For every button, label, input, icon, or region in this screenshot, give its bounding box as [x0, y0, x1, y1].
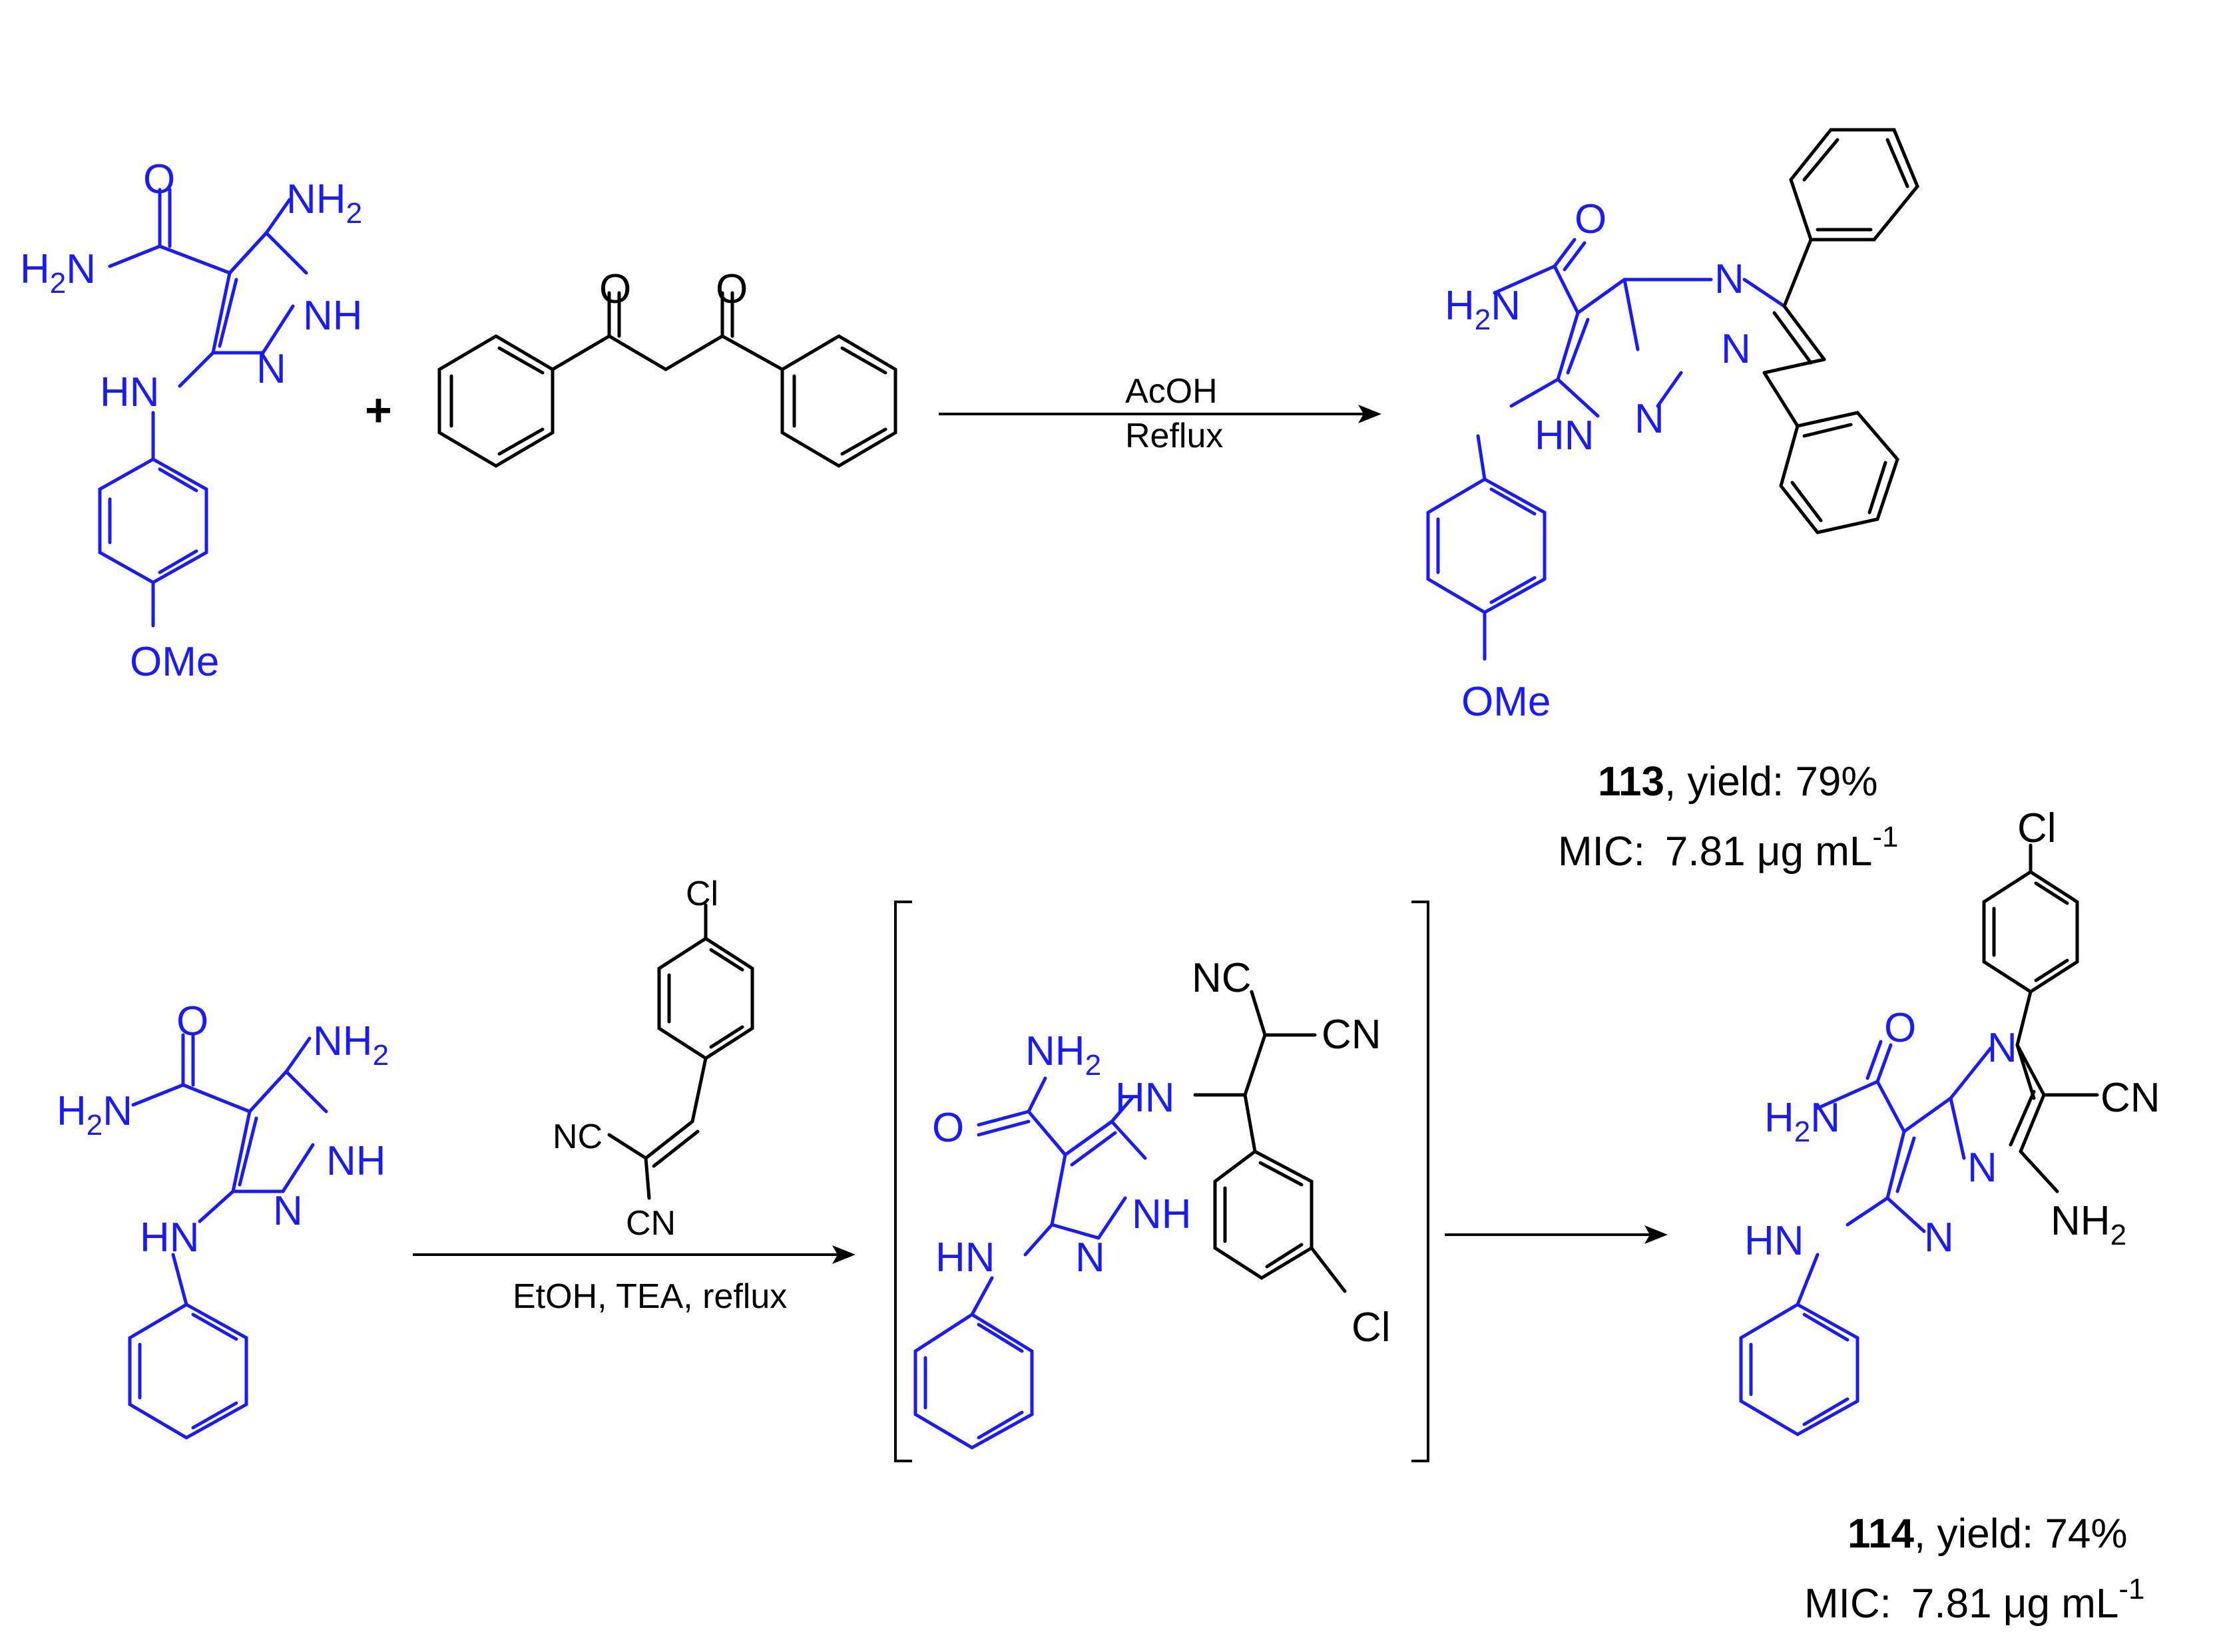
atom-label: O [176, 998, 208, 1044]
atom-label: HN [1535, 413, 1595, 459]
atom-label: N [273, 1188, 303, 1234]
atom-label: HN [935, 1235, 995, 1281]
product-114-structure: Cl O H2N N N N CN NH2 HN [1739, 805, 2160, 1436]
atom-label: H2N [1445, 283, 1521, 336]
atom-label: N [1987, 1025, 2017, 1071]
plus-sign: + [365, 384, 392, 436]
atom-label: NH2 [1025, 1028, 1101, 1082]
atom-label: Cl [686, 875, 718, 913]
atom-label: NH [303, 293, 363, 339]
atom-label: Cl [2017, 805, 2057, 851]
atom-label: O [1884, 1005, 1916, 1051]
intermediate-adduct: NH2 O HN NH N HN NC CN Cl [913, 955, 1391, 1450]
reactant-dibenzoylmethane: O O [437, 266, 897, 468]
atom-label: N [1967, 1145, 1997, 1191]
atom-label: O [716, 266, 748, 312]
product-113-text: 113, yield: 79% [1598, 759, 1878, 805]
product-114-label: 114, yield: 74% MIC:7.81 μg mL-1 [1804, 1511, 2144, 1627]
condition-etoh-tea: EtOH, TEA, reflux [513, 1277, 787, 1316]
atom-label: N [1714, 256, 1744, 302]
atom-label: N [1721, 326, 1751, 372]
atom-label: N [256, 346, 286, 392]
atom-label: Cl [1352, 1305, 1391, 1350]
atom-label: O [599, 266, 631, 312]
atom-label: NH2 [286, 176, 362, 230]
atom-label: NH [326, 1138, 386, 1184]
atom-label: CN [626, 1204, 676, 1243]
atom-label: NH [1132, 1191, 1192, 1237]
atom-label: N [1075, 1235, 1105, 1281]
atom-label: O [932, 1105, 964, 1151]
condition-reflux: Reflux [1125, 417, 1223, 455]
atom-label: HN [100, 369, 160, 415]
reactant-aminopyrazole-phenyl: O NH2 H2N NH N HN [57, 998, 389, 1440]
product-114-text: 114, yield: 74% [1848, 1511, 2128, 1557]
atom-label: CN [2100, 1075, 2160, 1121]
condition-acoh: AcOH [1125, 372, 1218, 411]
atom-label: OMe [1461, 679, 1551, 725]
product-114-mic: MIC:7.81 μg mL-1 [1804, 1573, 2144, 1627]
reaction-arrow-bottom-1: EtOH, TEA, reflux [413, 1245, 856, 1316]
atom-label: HN [1744, 1218, 1804, 1264]
atom-label: CN [1322, 1012, 1381, 1058]
intermediate-brackets [894, 901, 1429, 1462]
atom-label: OMe [130, 639, 219, 685]
reagent-chlorobenzylidene-malononitrile: Cl NC CN [553, 875, 754, 1243]
atom-label: H2N [57, 1088, 132, 1141]
reaction-arrow-top: AcOH Reflux [939, 372, 1381, 455]
atom-label: N [1924, 1215, 1954, 1261]
atom-label: NC [553, 1118, 603, 1156]
product-113-structure: O H2N N N N HN OMe [1426, 128, 1919, 725]
atom-label: NH2 [2051, 1198, 2126, 1251]
product-113-label: 113, yield: 79% MIC:7.81 μg mL-1 [1558, 759, 1898, 875]
atom-label: N [1634, 396, 1664, 442]
atom-label: HN [1115, 1075, 1175, 1121]
atom-label: H2N [1764, 1095, 1840, 1148]
atom-label: H2N [20, 246, 96, 300]
reaction-arrow-bottom-2 [1445, 1225, 1668, 1244]
product-113-mic: MIC:7.81 μg mL-1 [1558, 821, 1898, 875]
atom-label: O [1575, 196, 1606, 242]
atom-label: NH2 [313, 1018, 389, 1072]
reactant-aminopyrazole-methoxy: O NH2 H2N NH N HN OMe [20, 156, 363, 685]
atom-label: NC [1192, 955, 1252, 1001]
atom-label: HN [140, 1215, 200, 1261]
atom-label: O [143, 156, 175, 202]
